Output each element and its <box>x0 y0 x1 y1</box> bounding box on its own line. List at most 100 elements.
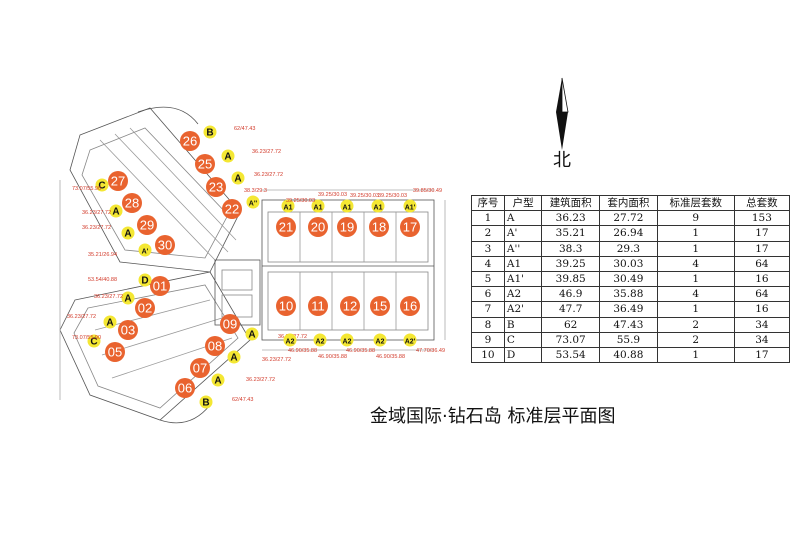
unit-type-badge <box>283 333 297 347</box>
unit-number-badge <box>400 217 420 237</box>
unit-22: 22 A'' 38.3/29.3 <box>222 188 267 219</box>
unit-number: 22 <box>225 202 239 217</box>
unit-type-label: B <box>206 128 213 139</box>
unit-area-label: 36.23/27.72 <box>67 314 96 320</box>
unit-number: 19 <box>340 220 354 235</box>
unit-number: 23 <box>209 180 223 195</box>
table-cell: 9 <box>656 210 735 227</box>
table-cell: D <box>503 346 543 364</box>
unit-number: 05 <box>108 345 122 360</box>
unit-type-badge <box>95 178 109 192</box>
unit-30: 30A' 35.21/26.94 <box>88 235 175 258</box>
unit-number: 11 <box>311 299 325 314</box>
table-cell: 30.49 <box>599 270 658 288</box>
unit-area-label: 39.25/30.03 <box>378 193 407 199</box>
unit-area-label: 38.3/29.3 <box>244 188 267 194</box>
table-cell: 6 <box>471 286 505 303</box>
unit-type-badge <box>103 315 117 329</box>
unit-type-label: A2 <box>376 339 385 346</box>
unit-number: 30 <box>158 238 172 253</box>
table-cell: 4 <box>656 286 735 303</box>
unit-type-badge <box>313 333 327 347</box>
table-cell: 7 <box>471 301 505 318</box>
unit-number: 20 <box>311 220 325 235</box>
unit-area-label: 36.23/27.72 <box>262 357 291 363</box>
unit-number: 27 <box>111 174 125 189</box>
table-cell: 26.94 <box>599 225 658 242</box>
table-cell: 17 <box>733 225 790 242</box>
unit-area-label: 53.54/40.88 <box>88 277 117 283</box>
unit-number: 10 <box>279 299 293 314</box>
table-cell: 35.88 <box>599 286 658 303</box>
unit-type-label: A'' <box>249 201 258 208</box>
unit-type-label: A1 <box>284 205 293 212</box>
unit-area-label: 36.23/27.72 <box>82 210 111 216</box>
table-cell: A1 <box>503 255 543 272</box>
unit-type-badge <box>403 199 417 213</box>
north-label: 北 <box>553 150 571 171</box>
unit-type-badge <box>231 171 245 185</box>
unit-number-badge <box>118 320 138 340</box>
unit-area-label: 39.25/30.03 <box>318 192 347 198</box>
unit-type-badge <box>340 333 354 347</box>
unit-type-badge <box>246 195 260 209</box>
unit-area-label: 39.85/30.49 <box>413 188 442 194</box>
unit-markers: 01D53.54/40.8802A36.23/27.7203A36.23/27.… <box>67 125 445 409</box>
unit-area-label: 73.07/55.90 <box>72 335 101 341</box>
unit-number-badge <box>206 177 226 197</box>
unit-type-label: A <box>224 152 231 163</box>
table-cell: 4 <box>471 255 505 272</box>
table-cell: 17 <box>733 240 790 257</box>
unit-type-label: A <box>234 174 241 185</box>
unit-number-badge <box>122 193 142 213</box>
unit-type-label: D <box>141 276 148 287</box>
unit-area-label: 47.70/36.49 <box>416 348 445 354</box>
table-cell: 30.03 <box>599 255 658 272</box>
unit-type-badge <box>203 125 217 139</box>
unit-area-label: 73.07/55.90 <box>72 186 101 192</box>
table-cell: 34 <box>733 316 790 333</box>
unit-area-label: 35.21/26.94 <box>88 252 117 258</box>
unit-25: 25 A 36.23/27.72 <box>195 149 281 174</box>
unit-number-badge <box>337 217 357 237</box>
unit-number-badge <box>105 342 125 362</box>
unit-number-badge <box>370 296 390 316</box>
unit-type-label: A2' <box>405 339 416 346</box>
unit-area-label: 39.25/30.03 <box>350 193 379 199</box>
unit-type-badge <box>340 199 354 213</box>
unit-number: 25 <box>198 157 212 172</box>
table-cell: 5 <box>471 270 505 288</box>
unit-type-label: A' <box>142 249 149 256</box>
unit-number-badge <box>205 336 225 356</box>
table-cell: 34 <box>733 331 790 348</box>
unit-type-label: A2 <box>343 339 352 346</box>
unit-area-label: 62/47.43 <box>232 397 253 403</box>
table-cell: A2' <box>503 301 543 318</box>
table-cell: 40.88 <box>599 346 658 364</box>
unit-number-badge <box>137 215 157 235</box>
unit-type-label: A <box>230 353 237 364</box>
table-cell: 39.25 <box>541 255 601 272</box>
unit-type-label: A <box>124 294 131 305</box>
unit-area-label: 36.23/27.72 <box>252 149 281 155</box>
unit-type-label: A <box>214 376 221 387</box>
unit-number: 15 <box>373 299 387 314</box>
table-cell: 62 <box>541 316 601 333</box>
unit-number: 07 <box>193 361 207 376</box>
